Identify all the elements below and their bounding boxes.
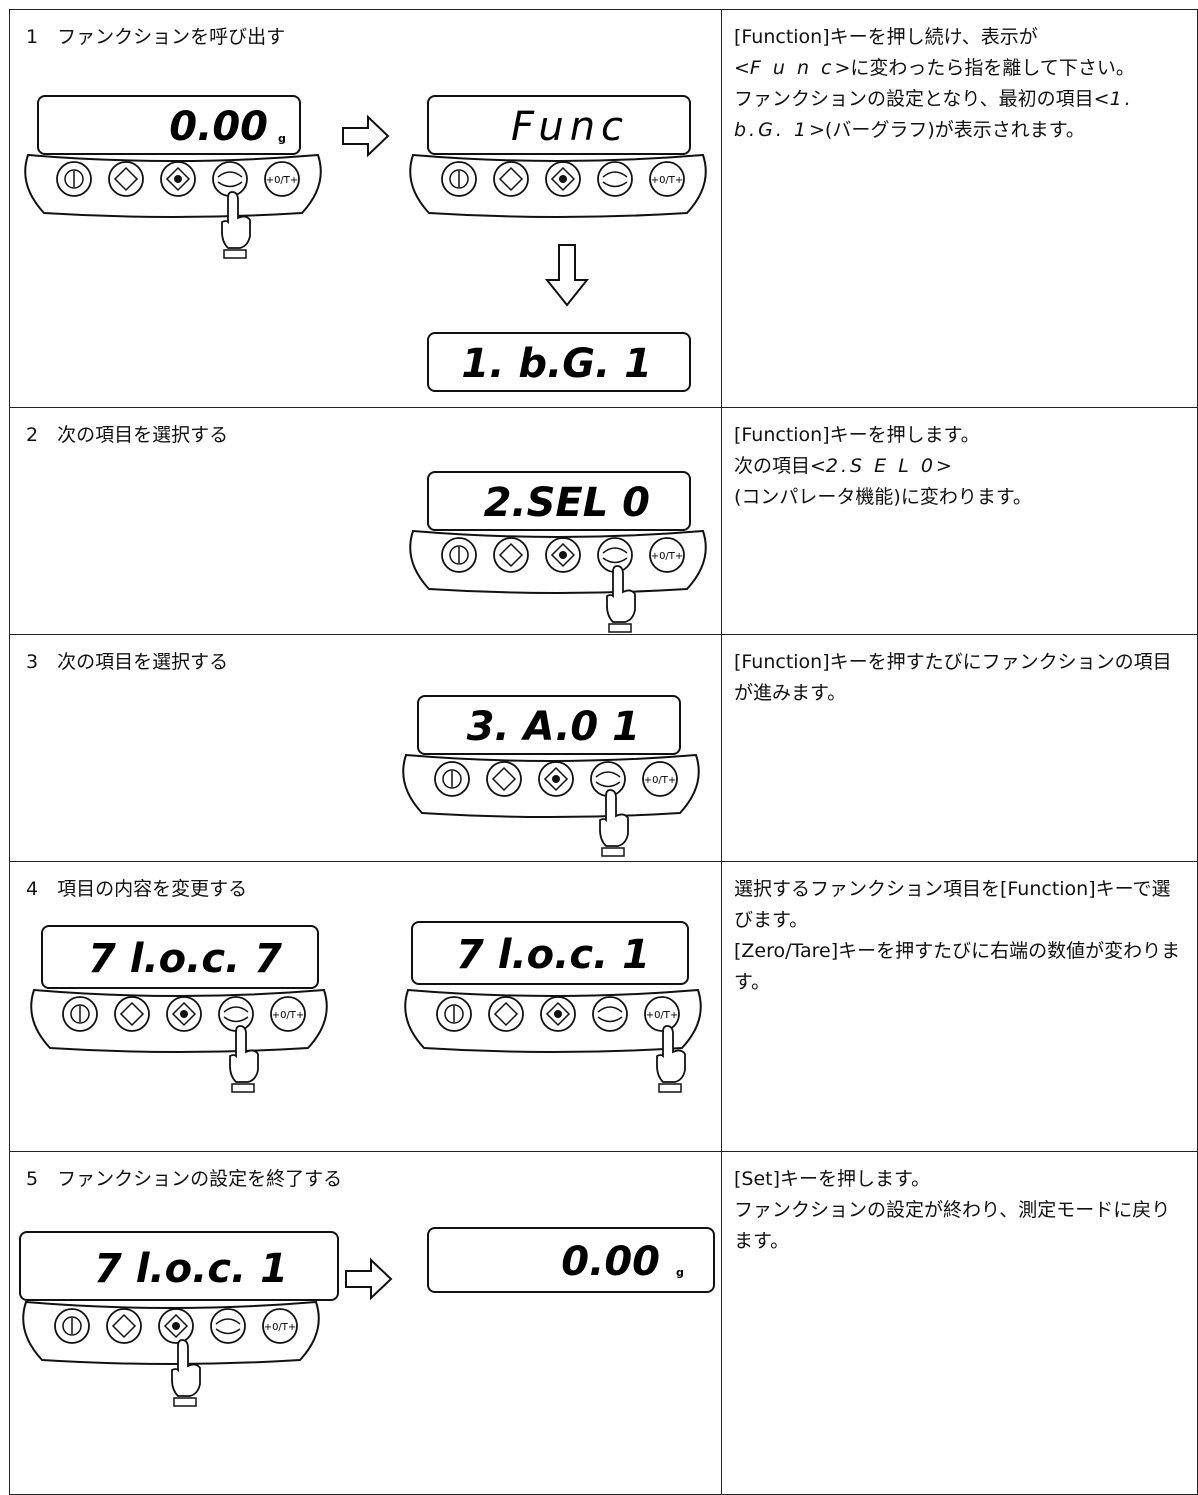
print-key[interactable]: [488, 996, 524, 1032]
step-title: 2 次の項目を選択する: [26, 424, 229, 446]
step-4-left: 4 項目の内容を変更する 7 l.o.c. 7 +0/T+: [9, 861, 722, 1152]
step-3-figure: 3. A.0 1 +0/T+: [402, 695, 700, 857]
keypad: +0/T+: [404, 988, 702, 1053]
print-key[interactable]: [108, 161, 144, 197]
zero-tare-key[interactable]: [270, 996, 306, 1032]
svg-text:+0/T+: +0/T+: [646, 1010, 679, 1021]
finger-press-icon: [171, 1339, 201, 1407]
unit-label: g: [278, 132, 286, 145]
display-value: 2.SEL 0: [484, 480, 650, 526]
step-5-figure: 7 l.o.c. 1 +0/T+: [19, 1227, 715, 1407]
display-value: Func: [511, 104, 629, 150]
keypad: +0/T+: [409, 529, 707, 594]
keypad: +0/T+: [402, 753, 700, 818]
display-value: 7 l.o.c. 1: [94, 1246, 288, 1292]
print-key[interactable]: [493, 537, 529, 573]
display-value: 7 l.o.c. 7: [88, 936, 282, 982]
zero-tare-key[interactable]: [649, 161, 685, 197]
scale-display: [427, 471, 691, 531]
function-key[interactable]: [212, 161, 248, 197]
display-value: 0.00: [561, 1239, 660, 1285]
scale-display: [19, 1231, 339, 1301]
svg-text:+0/T+: +0/T+: [266, 175, 299, 186]
display-value: 0.00: [169, 104, 268, 150]
step-3-left: 3 次の項目を選択する 3. A.0 1 +0/T+: [9, 634, 722, 862]
keypad: +0/T+: [24, 153, 322, 218]
function-key[interactable]: [597, 161, 633, 197]
keypad: +0/T+: [30, 988, 328, 1053]
finger-press-icon: [229, 1025, 259, 1093]
step-5-left: 5 ファンクションの設定を終了する 7 l.o.c. 1 +0/T+: [9, 1151, 722, 1495]
finger-press-icon: [221, 191, 251, 259]
print-key[interactable]: [486, 761, 522, 797]
zero-tare-key[interactable]: [264, 161, 300, 197]
scale-display: [37, 95, 301, 155]
step-1-figure: 0.00 g +0/T+: [24, 95, 707, 392]
step-2-left: 2 次の項目を選択する 2.SEL 0 +0/T+: [9, 407, 722, 635]
svg-text:+0/T+: +0/T+: [651, 551, 684, 562]
function-key[interactable]: [210, 1308, 246, 1344]
step-5-description: [Set]キーを押します。 ファンクションの設定が終わり、測定モードに戻ります。: [721, 1151, 1198, 1495]
step-title: 5 ファンクションの設定を終了する: [26, 1168, 343, 1190]
right-arrow-icon: [342, 114, 390, 158]
svg-text:+0/T+: +0/T+: [272, 1010, 305, 1021]
display-value: 7 l.o.c. 1: [456, 932, 650, 978]
keypad: +0/T+: [409, 153, 707, 218]
step-2-description: [Function]キーを押します。 次の項目<2.S E L 0> (コンパレ…: [721, 407, 1198, 635]
scale-display: [427, 1227, 715, 1293]
function-key[interactable]: [218, 996, 254, 1032]
print-key[interactable]: [106, 1308, 142, 1344]
print-key[interactable]: [114, 996, 150, 1032]
scale-display: [417, 695, 681, 755]
scale-display: [427, 95, 691, 155]
scale-display: [427, 332, 691, 392]
step-4-figure: 7 l.o.c. 7 +0/T+: [30, 921, 702, 1093]
step-3-description: [Function]キーを押すたびにファンクションの項目が進みます。: [721, 634, 1198, 862]
svg-text:+0/T+: +0/T+: [264, 1322, 297, 1333]
svg-text:+0/T+: +0/T+: [651, 175, 684, 186]
zero-tare-key[interactable]: [642, 761, 678, 797]
step-title: 1 ファンクションを呼び出す: [26, 26, 286, 48]
display-value: 3. A.0 1: [467, 704, 640, 750]
finger-press-icon: [656, 1025, 686, 1093]
scale-display: [41, 925, 319, 989]
print-key[interactable]: [493, 161, 529, 197]
right-arrow-icon: [345, 1257, 393, 1301]
zero-tare-key[interactable]: [262, 1308, 298, 1344]
unit-label: g: [676, 1266, 684, 1279]
finger-press-icon: [599, 789, 629, 857]
step-4-description: 選択するファンクション項目を[Function]キーで選びます。 [Zero/T…: [721, 861, 1198, 1152]
step-title: 3 次の項目を選択する: [26, 651, 229, 673]
display-value: 1. b.G. 1: [461, 341, 652, 387]
step-title: 4 項目の内容を変更する: [26, 878, 248, 900]
step-2-figure: 2.SEL 0 +0/T+: [409, 471, 707, 633]
zero-tare-key[interactable]: [644, 996, 680, 1032]
scale-display: [411, 921, 689, 985]
procedure-table: 1 ファンクションを呼び出す 0.00 g: [9, 9, 1198, 1495]
keypad: +0/T+: [22, 1300, 320, 1365]
svg-text:+0/T+: +0/T+: [644, 775, 677, 786]
finger-press-icon: [606, 565, 636, 633]
step-1-description: [Function]キーを押し続け、表示が <F u n c>に変わったら指を離…: [721, 9, 1198, 408]
zero-tare-key[interactable]: [649, 537, 685, 573]
step-1-left: 1 ファンクションを呼び出す 0.00 g: [9, 9, 722, 408]
function-key[interactable]: [592, 996, 628, 1032]
down-arrow-icon: [544, 244, 590, 307]
